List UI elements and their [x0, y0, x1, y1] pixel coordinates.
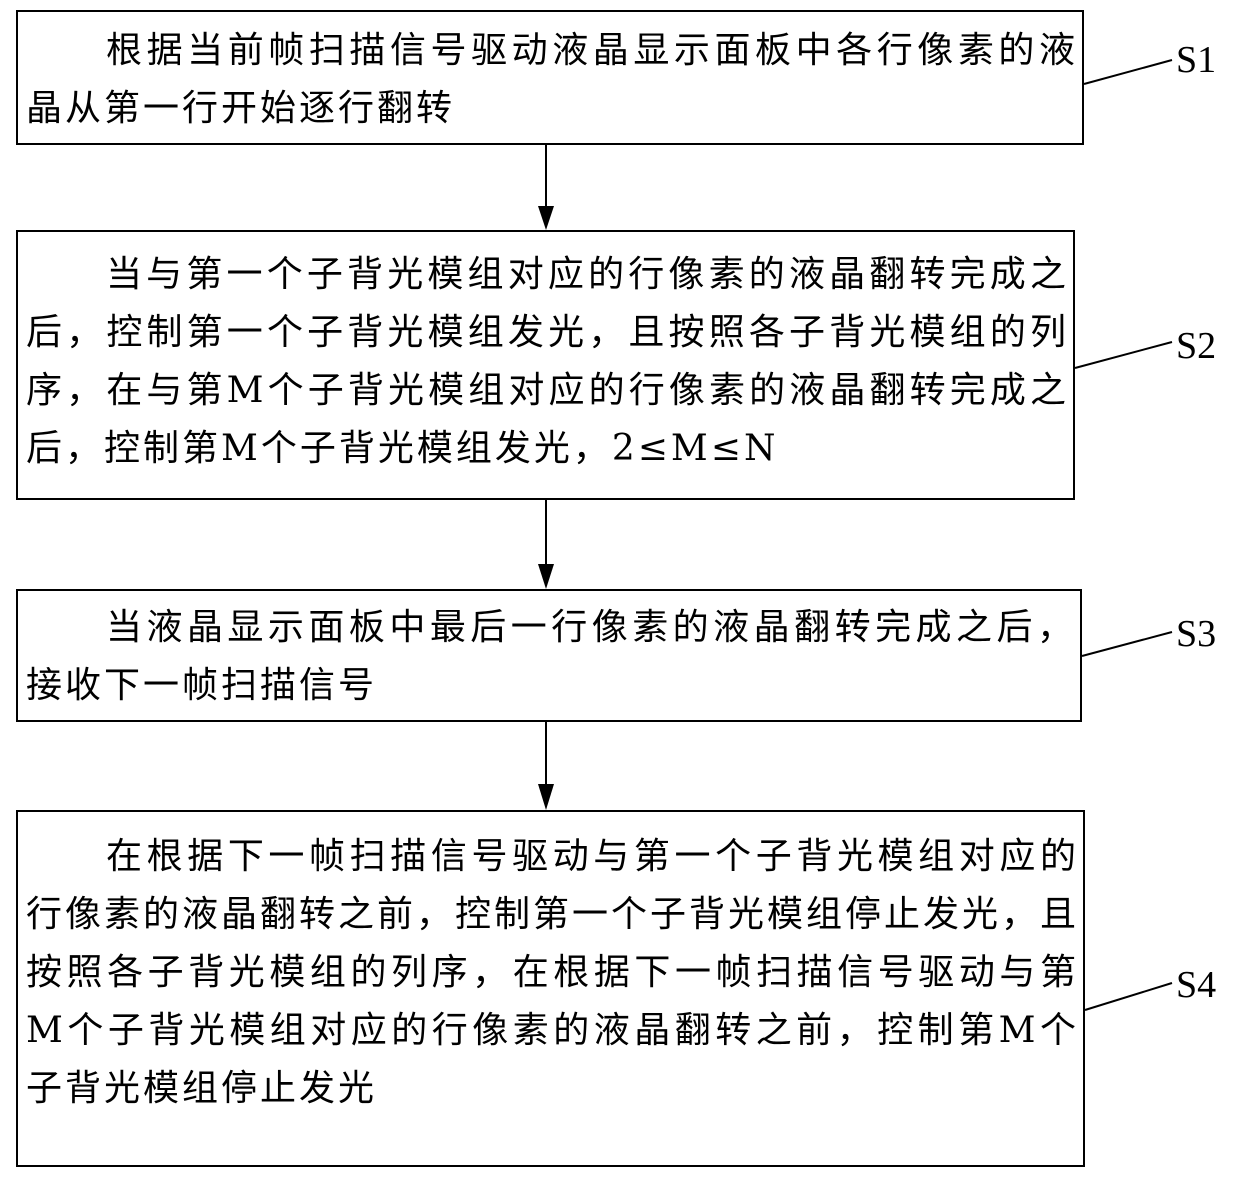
step-text-s2: 当与第一个子背光模组对应的行像素的液晶翻转完成之后，控制第一个子背光模组发光，且…	[26, 246, 1069, 478]
step-label-s2: S2	[1176, 326, 1216, 366]
label-leader-s2	[1075, 342, 1172, 368]
label-leader-s3	[1082, 632, 1172, 656]
step-box-s3: 当液晶显示面板中最后一行像素的液晶翻转完成之后，接收下一帧扫描信号	[16, 589, 1082, 722]
label-leader-s1	[1084, 60, 1172, 84]
label-leader-s4	[1085, 983, 1172, 1010]
flow-arrow-s2-s3	[538, 500, 554, 589]
step-box-s1: 根据当前帧扫描信号驱动液晶显示面板中各行像素的液晶从第一行开始逐行翻转	[16, 10, 1084, 145]
step-label-s3: S3	[1176, 614, 1216, 654]
step-label-s1: S1	[1176, 40, 1216, 80]
step-text-s3: 当液晶显示面板中最后一行像素的液晶翻转完成之后，接收下一帧扫描信号	[26, 599, 1076, 715]
step-box-s2: 当与第一个子背光模组对应的行像素的液晶翻转完成之后，控制第一个子背光模组发光，且…	[16, 230, 1075, 500]
flow-arrow-s1-s2	[538, 145, 554, 230]
flow-arrow-s3-s4	[538, 722, 554, 810]
step-label-s4: S4	[1176, 965, 1216, 1005]
step-box-s4: 在根据下一帧扫描信号驱动与第一个子背光模组对应的行像素的液晶翻转之前，控制第一个…	[16, 810, 1085, 1167]
step-text-s1: 根据当前帧扫描信号驱动液晶显示面板中各行像素的液晶从第一行开始逐行翻转	[26, 22, 1078, 138]
step-text-s4: 在根据下一帧扫描信号驱动与第一个子背光模组对应的行像素的液晶翻转之前，控制第一个…	[26, 828, 1079, 1118]
